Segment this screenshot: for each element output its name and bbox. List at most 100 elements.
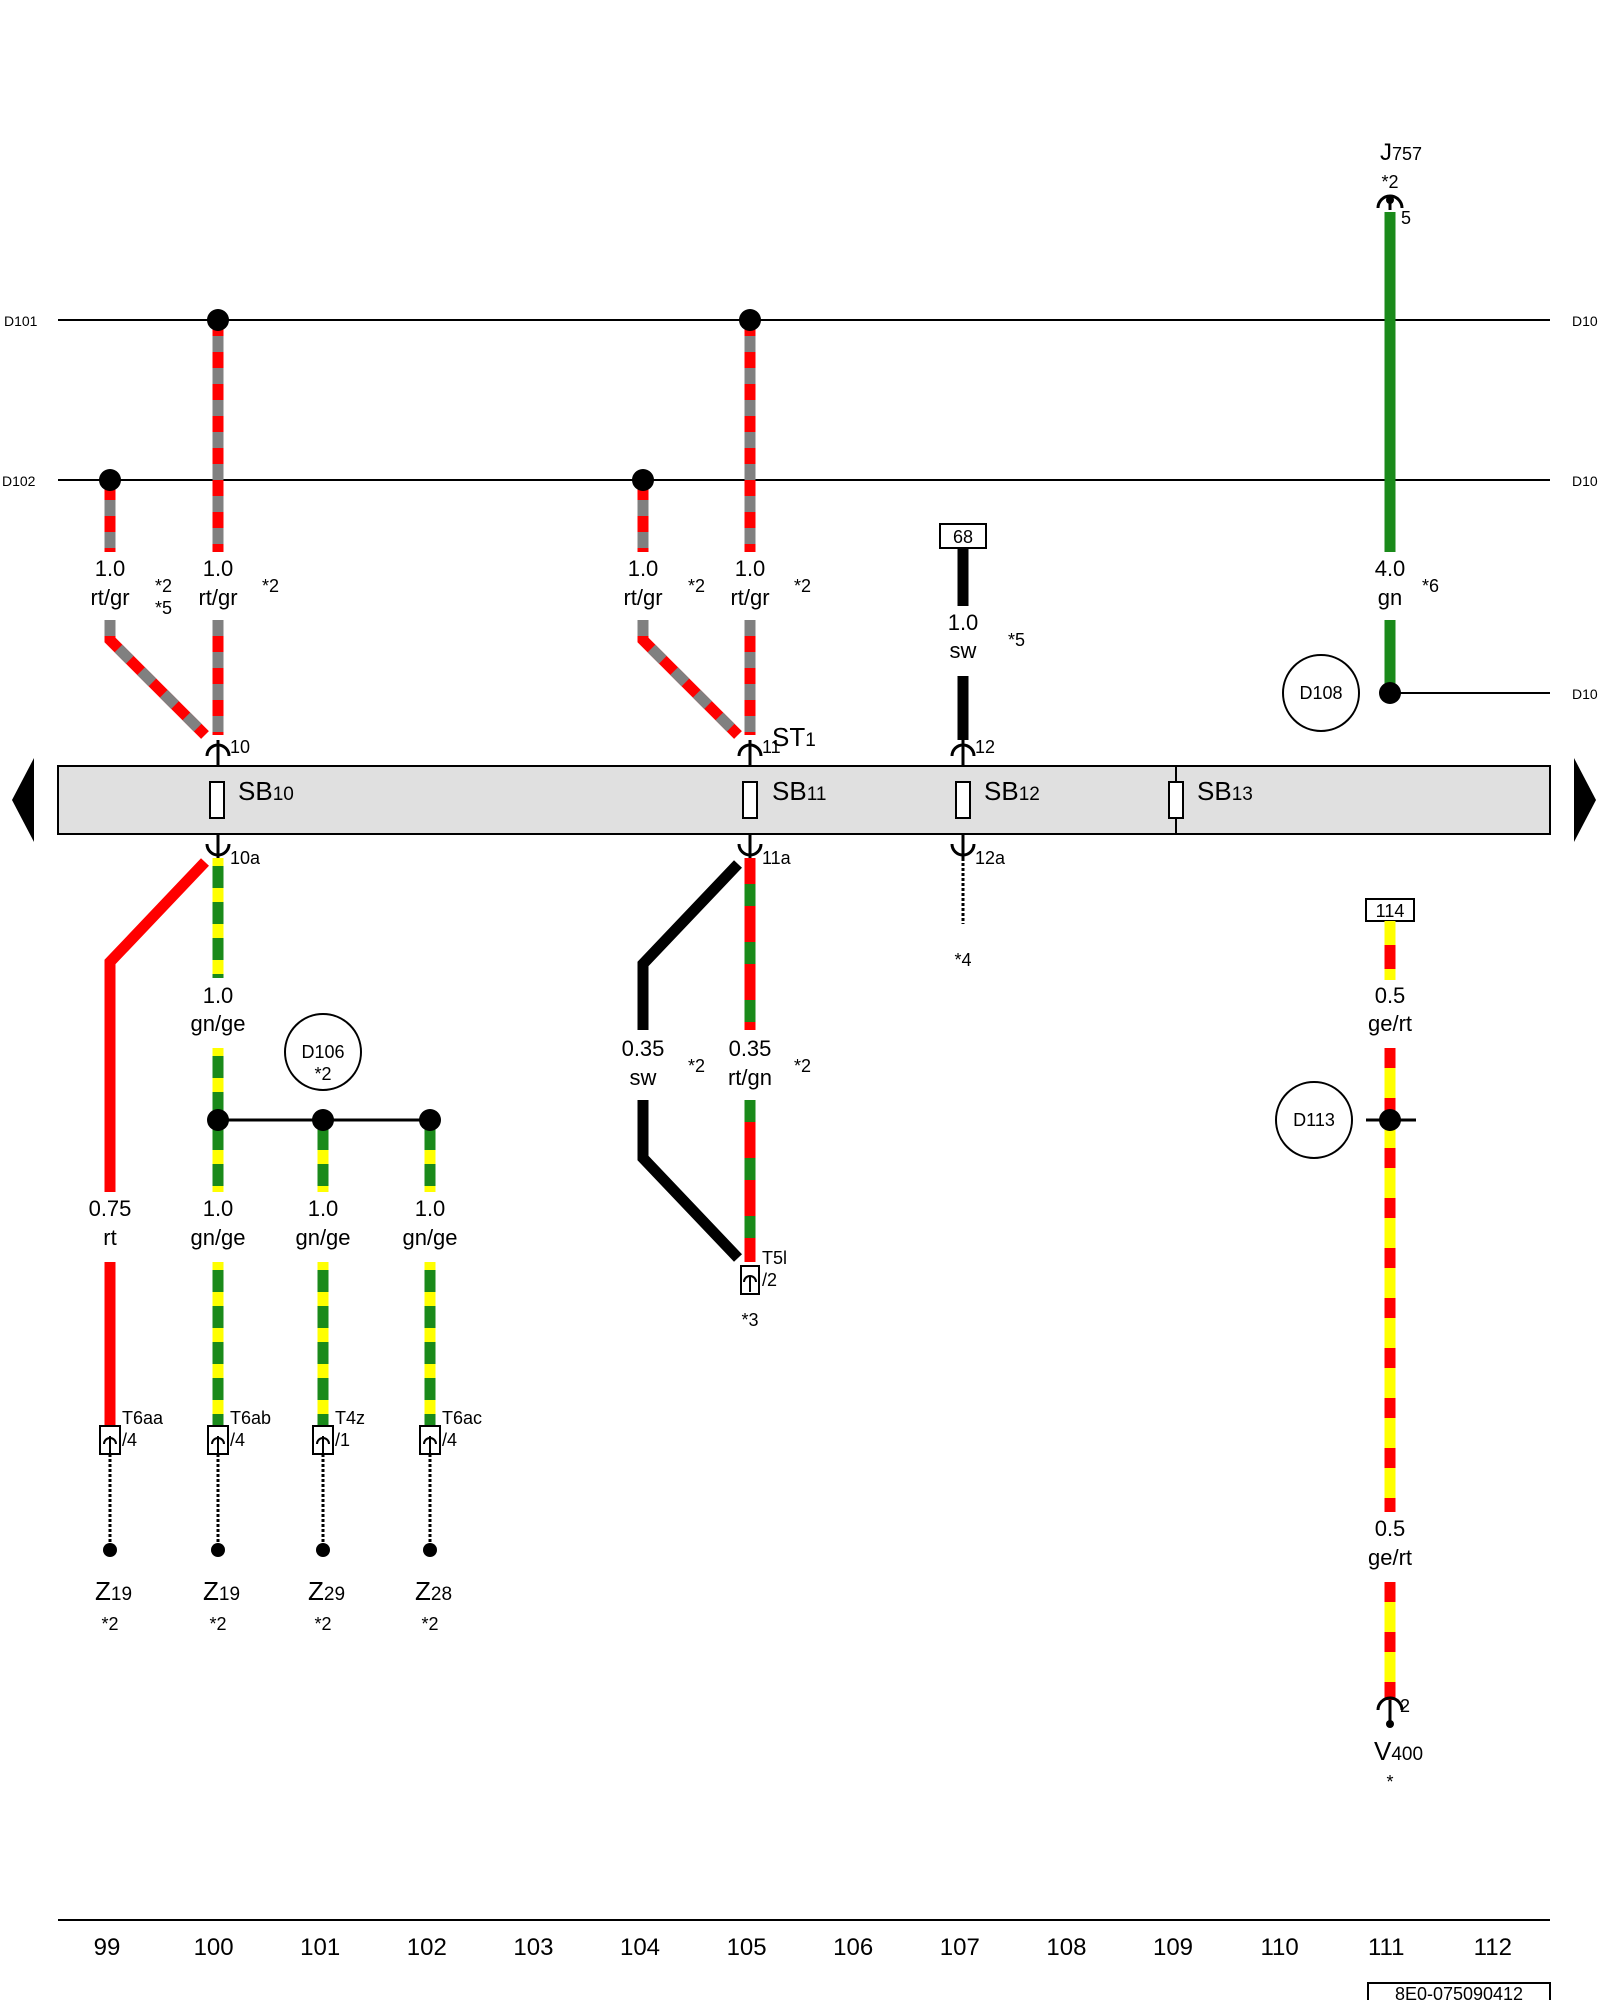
scroll-right-arrow[interactable] xyxy=(1574,758,1596,842)
connector-label-t4z: T4z xyxy=(335,1408,365,1428)
grid-number: 112 xyxy=(1474,1934,1512,1961)
scroll-left-arrow[interactable] xyxy=(12,758,34,842)
wire-size-label: 1.0 xyxy=(628,556,659,581)
location-label-d106: D106 xyxy=(301,1042,344,1062)
location-label-d108: D108 xyxy=(1299,683,1342,703)
component-z19-b: Z19 xyxy=(203,1576,240,1606)
bus-label-d101-left: D101 xyxy=(4,313,38,329)
junction-dot xyxy=(1379,1109,1401,1131)
grid-number: 102 xyxy=(407,1934,447,1961)
fuse-label-sb12: SB12 xyxy=(984,776,1040,806)
wire-size-label: 1.0 xyxy=(308,1196,339,1221)
note-label: *2 xyxy=(794,1056,811,1076)
junction-dot xyxy=(207,1109,229,1131)
note-label: *2 xyxy=(421,1614,438,1634)
connector-pin-12 xyxy=(950,740,976,858)
connector-t5l xyxy=(740,1265,760,1295)
grid-number: 109 xyxy=(1153,1934,1193,1961)
location-note-d106: *2 xyxy=(314,1064,331,1084)
note-label: *4 xyxy=(954,950,971,970)
bus-label-d102-right: D10 xyxy=(1572,473,1598,489)
fuse-label-sb13: SB13 xyxy=(1197,776,1253,806)
wire-color-label: ge/rt xyxy=(1368,1545,1412,1570)
component-z19-a: Z19 xyxy=(95,1576,132,1606)
wire-col104-upper xyxy=(637,480,742,739)
terminal-label-114: 114 xyxy=(1376,901,1405,921)
wire-color-label: rt/gr xyxy=(90,585,129,610)
location-circle-d113 xyxy=(1275,1081,1353,1159)
note-label: *2 xyxy=(314,1614,331,1634)
fuse-sb13[interactable] xyxy=(1168,781,1184,819)
terminal-box-68 xyxy=(939,523,987,549)
connector-label-t6ab: T6ab xyxy=(230,1408,271,1428)
connector-t4z xyxy=(312,1425,334,1557)
wire-color-label: ge/rt xyxy=(1368,1011,1412,1036)
pin-label: 11 xyxy=(762,737,781,757)
grid-number: 105 xyxy=(727,1934,767,1961)
connector-t6ab xyxy=(207,1425,229,1557)
doc-code-box xyxy=(1367,1982,1551,2000)
connector-label-t6ac: T6ac xyxy=(442,1408,482,1428)
wire-size-label: 1.0 xyxy=(203,556,234,581)
note-label: *3 xyxy=(741,1310,758,1330)
connector-pin-label: /4 xyxy=(230,1430,245,1450)
bus-label-d101-right: D10 xyxy=(1572,313,1598,329)
grid-number: 110 xyxy=(1260,1934,1298,1961)
grid-number: 107 xyxy=(940,1934,980,1961)
fuse-label-sb10: SB10 xyxy=(238,776,294,806)
fuse-label-sb11: SB11 xyxy=(772,776,826,806)
wire-color-label: gn xyxy=(1378,585,1402,610)
wire-size-label: 1.0 xyxy=(95,556,126,581)
connector-label-t6aa: T6aa xyxy=(122,1408,164,1428)
connector-pin-10 xyxy=(205,740,231,858)
bus-label-d108-right: D10 xyxy=(1572,686,1598,702)
doc-code: 8E0-075090412 xyxy=(1395,1984,1523,2000)
junction-dot xyxy=(1379,682,1401,704)
component-z29: Z29 xyxy=(308,1576,345,1606)
connector-socket xyxy=(1376,194,1404,210)
connector-pin-11 xyxy=(737,740,763,858)
fuse-sb11[interactable] xyxy=(742,781,758,819)
fuse-sb12[interactable] xyxy=(955,781,971,819)
wire-size-label: 1.0 xyxy=(735,556,766,581)
grid-number: 104 xyxy=(620,1934,660,1961)
wire-size-label: 1.0 xyxy=(948,610,979,635)
wire-color-label: gn/ge xyxy=(190,1225,245,1250)
wire-color-label: gn/ge xyxy=(295,1225,350,1250)
wire-col99-upper xyxy=(104,480,209,739)
grid-number: 108 xyxy=(1046,1934,1086,1961)
component-z28: Z28 xyxy=(415,1576,452,1606)
wire-color-label: rt/gr xyxy=(730,585,769,610)
note-label: *2 xyxy=(688,1056,705,1076)
note-label: *5 xyxy=(1008,630,1025,650)
note-label: *2 xyxy=(262,576,279,596)
wire-size-label: 0.35 xyxy=(622,1036,665,1061)
location-label-d113: D113 xyxy=(1293,1110,1335,1130)
grid-number: 101 xyxy=(300,1934,340,1961)
fuse-sb10[interactable] xyxy=(209,781,225,819)
connector-socket xyxy=(1376,1696,1404,1728)
grid-number: 103 xyxy=(513,1934,553,1961)
pin-label: 2 xyxy=(1400,1696,1410,1716)
bus-label-d102-left: D102 xyxy=(2,473,36,489)
wire-color-label: gn/ge xyxy=(190,1011,245,1036)
junction-dot xyxy=(632,469,654,491)
note-label: *2 xyxy=(794,576,811,596)
note-label: *2 xyxy=(209,1614,226,1634)
wire-col99-lower xyxy=(104,858,209,1428)
note-label: *2 xyxy=(101,1614,118,1634)
wire-size-label: 0.5 xyxy=(1375,983,1406,1008)
note-label: * xyxy=(1386,1772,1393,1792)
wire-color-label: rt/gr xyxy=(623,585,662,610)
wire-size-label: 0.35 xyxy=(729,1036,772,1061)
note-label: *5 xyxy=(155,598,172,618)
wire-size-label: 1.0 xyxy=(415,1196,446,1221)
wire-size-label: 0.75 xyxy=(89,1196,132,1221)
wire-size-label: 1.0 xyxy=(203,983,234,1008)
grid-number: 99 xyxy=(94,1934,121,1961)
connector-pin-label: /4 xyxy=(442,1430,457,1450)
connector-pin-label: /4 xyxy=(122,1430,137,1450)
connector-label-t5l: T5l xyxy=(762,1248,787,1268)
